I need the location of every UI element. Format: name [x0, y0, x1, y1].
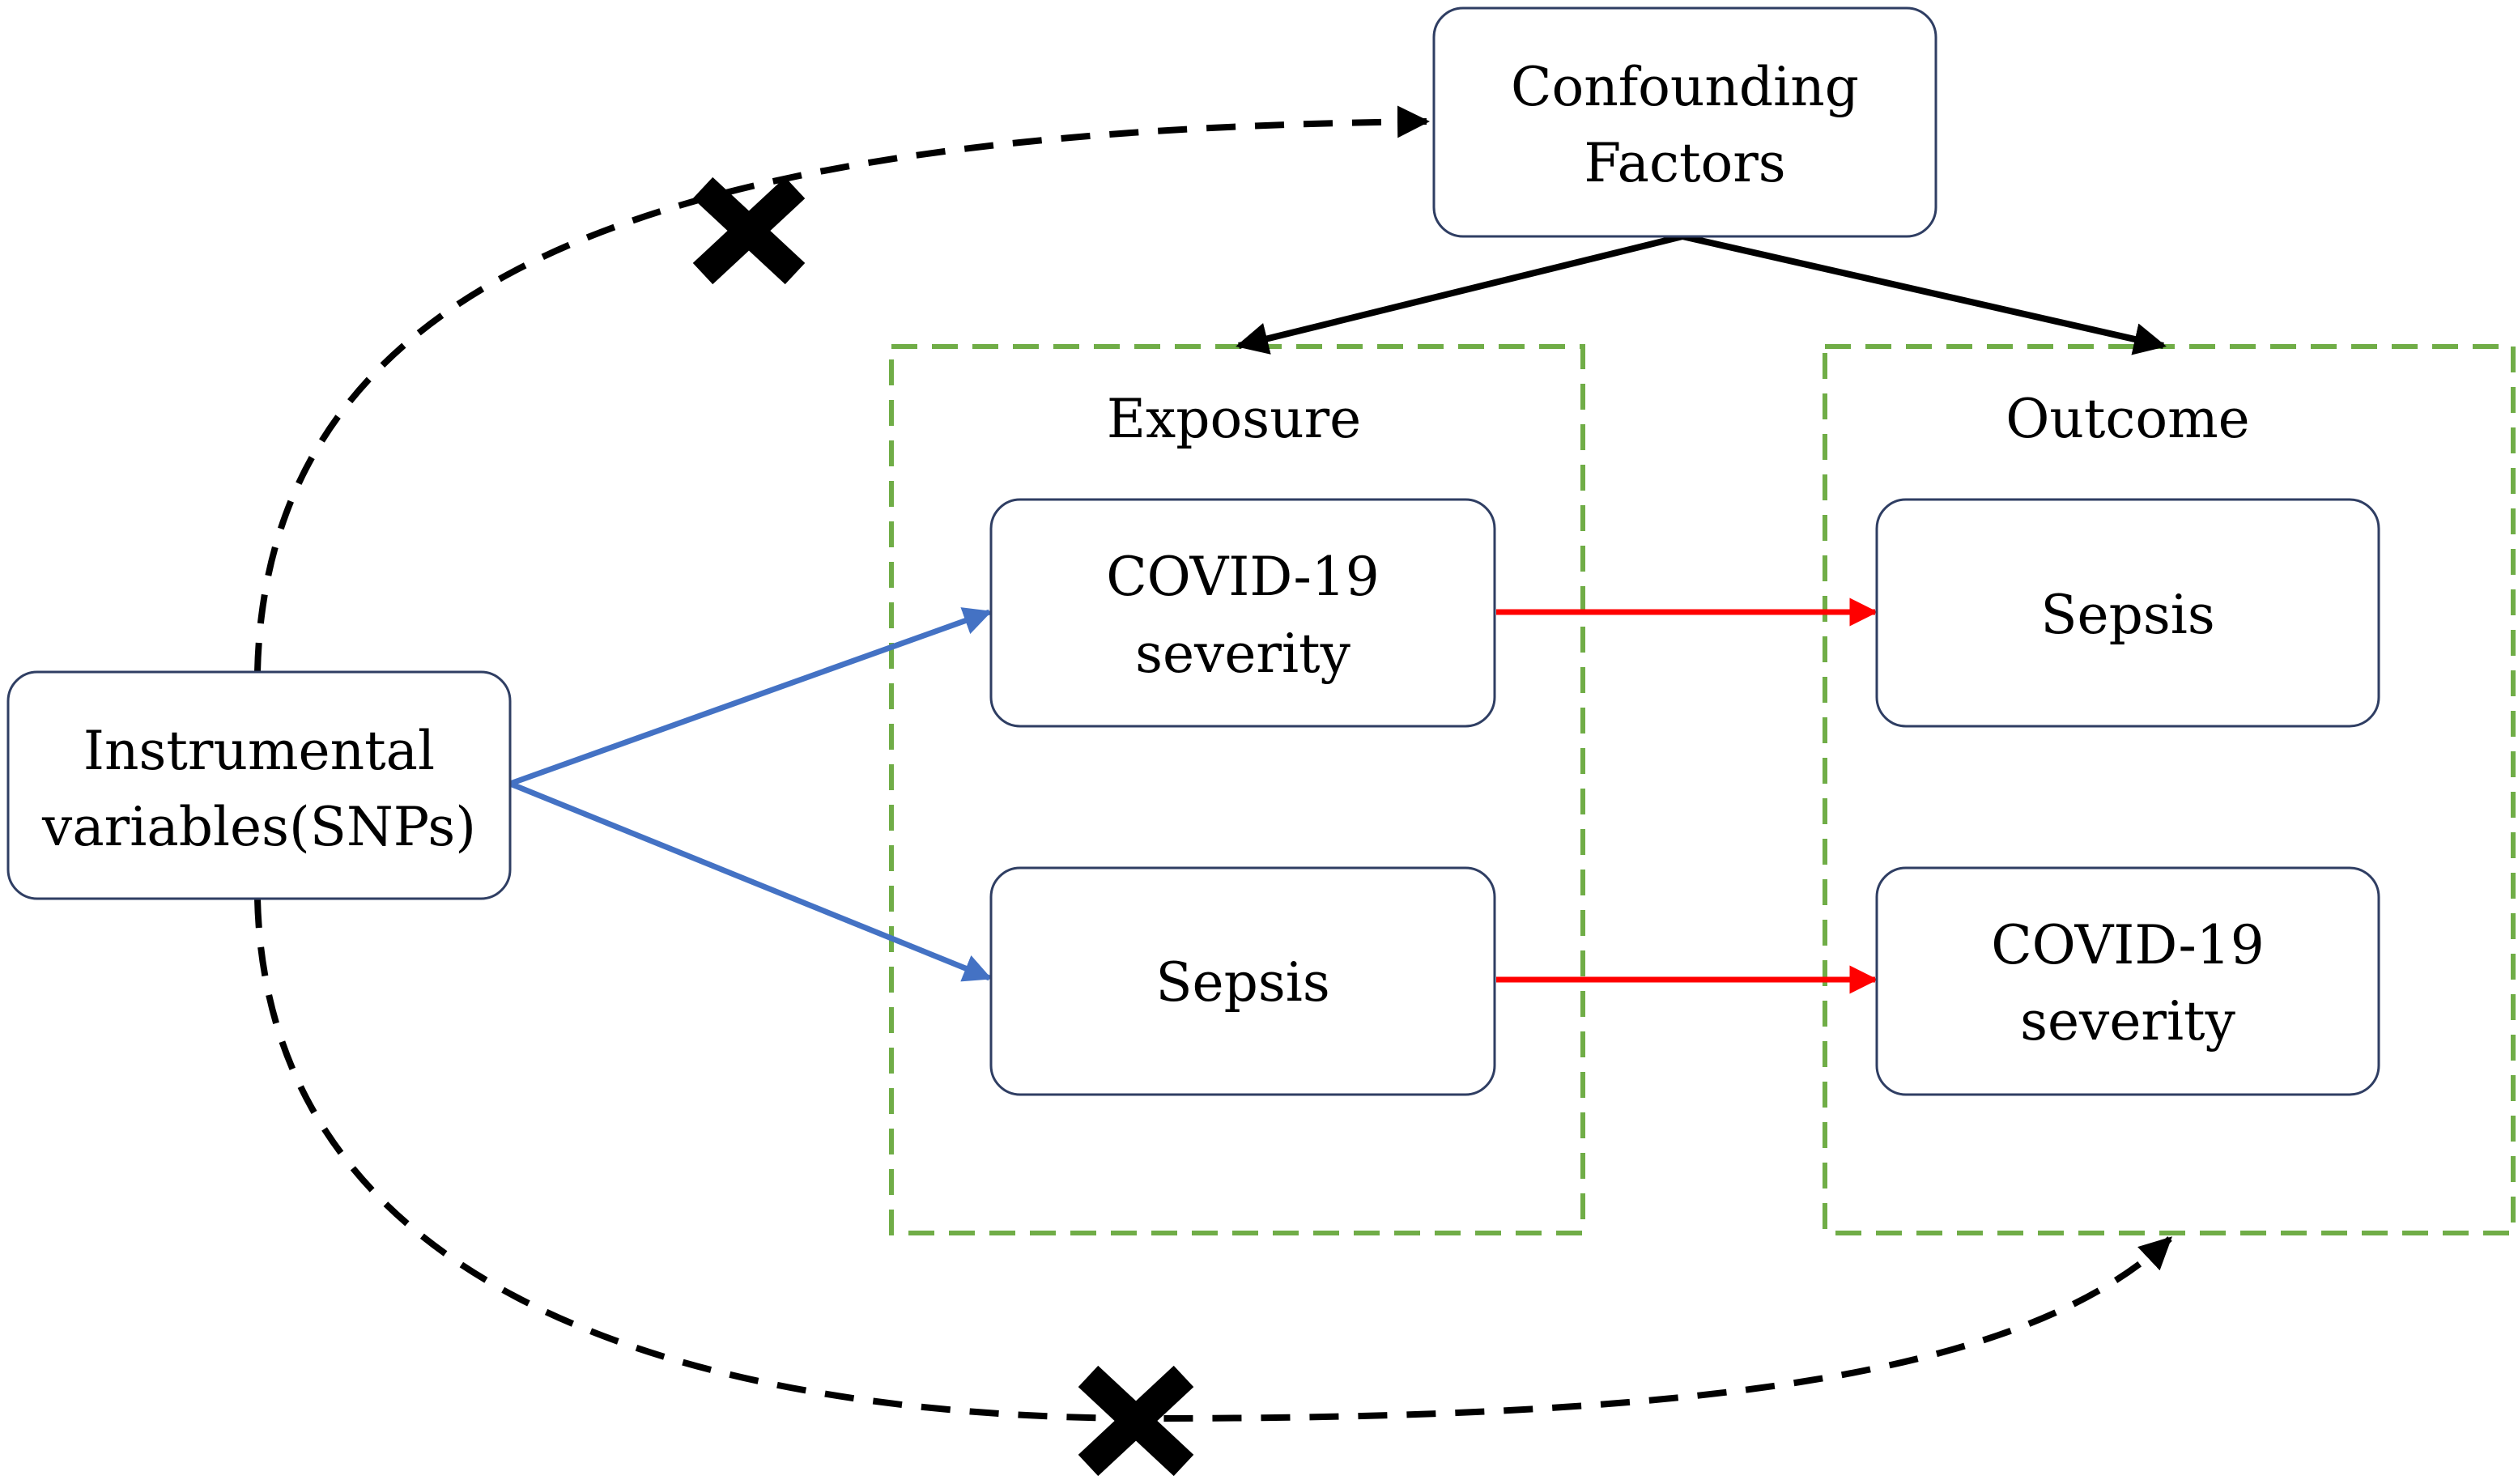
exposure-covid-line1: COVID-19 — [1106, 546, 1380, 608]
confounding-factors-line2: Factors — [1584, 132, 1785, 194]
instrument-to-covid-arrow — [508, 607, 993, 787]
exposure-covid-line2: severity — [1135, 623, 1350, 685]
exposure-sepsis-label: Sepsis — [1155, 951, 1329, 1014]
outcome-covid-line1: COVID-19 — [1991, 914, 2265, 976]
outcome-covid-node: COVID-19 severity — [1875, 866, 2380, 1096]
outcome-sepsis-node: Sepsis — [1875, 498, 2380, 728]
confounder-to-exposure-arrow — [1236, 233, 1683, 355]
confounder-to-outcome-arrow — [1682, 233, 2167, 355]
exposure-sepsis-node: Sepsis — [989, 866, 1496, 1096]
confounding-factors-node: Confounding Factors — [1432, 6, 1937, 238]
exposure-group-frame — [889, 344, 1585, 1235]
outcome-group-label: Outcome — [2005, 388, 2249, 450]
exposure-group-label: Exposure — [1107, 388, 1361, 450]
instrumental-variables-line1: Instrumental — [83, 720, 435, 782]
instrument-to-sepsis-arrow — [508, 780, 993, 982]
confounding-factors-line1: Confounding — [1511, 56, 1859, 118]
instrumental-variables-line2: variables(SNPs) — [41, 796, 476, 858]
blocked-x-icon — [1078, 1365, 1194, 1477]
blocked-x-icon — [692, 176, 806, 285]
instrumental-variables-node: Instrumental variables(SNPs) — [6, 670, 512, 900]
outcome-covid-line2: severity — [2020, 990, 2235, 1052]
outcome-group-frame — [1823, 344, 2516, 1235]
exposure-covid-node: COVID-19 severity — [989, 498, 1496, 728]
outcome-sepsis-label: Sepsis — [2040, 584, 2214, 646]
dashed-path-to-confounders — [254, 105, 1430, 673]
